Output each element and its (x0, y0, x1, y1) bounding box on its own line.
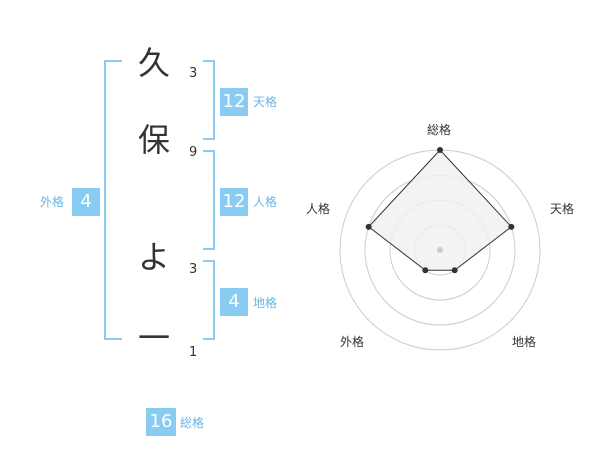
tenkaku-label: 天格 (253, 95, 278, 109)
stroke-count-4: 1 (189, 345, 198, 360)
name-char-2: 保 (137, 121, 170, 159)
gaikaku-label: 外格 (40, 195, 65, 209)
stroke-count-2: 9 (189, 145, 198, 160)
chikaku-value: 4 (220, 288, 248, 316)
tenkaku-value: 12 (220, 88, 248, 116)
jinkaku-value: 12 (220, 188, 248, 216)
tenkaku-bracket (203, 60, 215, 140)
radar-center (437, 247, 443, 253)
radar-polygon (367, 149, 513, 271)
name-char-4: 一 (137, 319, 170, 357)
radar-label-gaikaku: 外格 (339, 335, 364, 349)
chikaku-bracket (203, 260, 215, 340)
jinkaku-bracket (203, 150, 215, 250)
gaikaku-bracket (104, 60, 122, 340)
name-char-1: 久 (137, 44, 170, 82)
name-char-3: よ (137, 238, 170, 276)
radar-point-4 (422, 267, 429, 274)
stroke-count-3: 3 (189, 262, 198, 277)
radar-point-3 (451, 267, 458, 274)
soukaku-value: 16 (146, 408, 176, 436)
radar-label-chikaku: 地格 (511, 335, 536, 349)
radar-point-5 (365, 223, 372, 230)
radar-label-soukaku: 総格 (426, 123, 451, 137)
radar-label-tenkaku: 天格 (549, 202, 574, 216)
radar-point-1 (437, 147, 443, 153)
stroke-count-1: 3 (189, 66, 198, 81)
radar-label-jinkaku: 人格 (305, 202, 330, 216)
gaikaku-value: 4 (72, 188, 100, 216)
radar-point-2 (508, 223, 515, 230)
chikaku-label: 地格 (253, 296, 278, 310)
jinkaku-label: 人格 (253, 195, 278, 209)
soukaku-label: 総格 (180, 416, 205, 430)
